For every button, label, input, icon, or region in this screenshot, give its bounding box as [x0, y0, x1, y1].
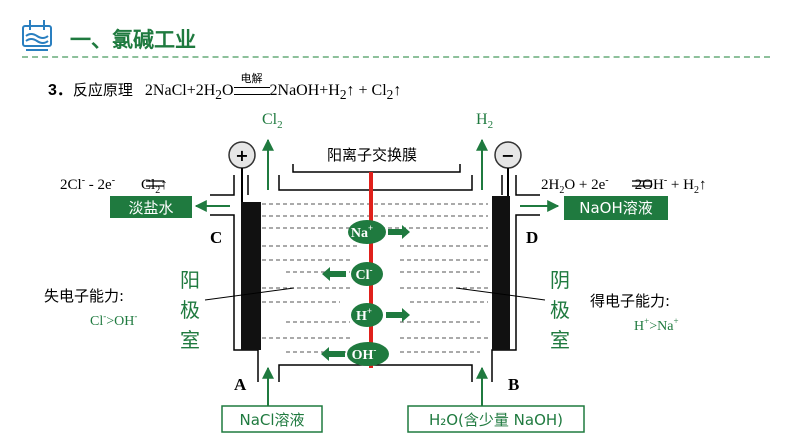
cathode-chamber-label-1: 阴: [550, 268, 570, 292]
inlet-right-box: [407, 405, 585, 433]
cathode-electrode: [492, 196, 510, 350]
item-number: 3．: [48, 82, 73, 99]
ion-h-arrow: [386, 308, 410, 322]
section-title: 一、氯碱工业: [70, 28, 196, 52]
inlet-left-label: NaCl溶液: [239, 411, 304, 429]
svg-text:Cl-: Cl-: [356, 265, 373, 283]
lab-flask-icon: [22, 20, 52, 51]
cathode-chamber-label-2: 极: [550, 298, 570, 322]
lose-electron-label: 失电子能力:: [44, 287, 124, 305]
anode-chamber-label-3: 室: [180, 328, 200, 352]
ion-cl-arrow: [322, 267, 346, 281]
anode-reaction-equals: [146, 180, 164, 187]
ion-oh: OH-: [321, 342, 389, 366]
cathode-chamber-leader: [455, 287, 546, 301]
cathode-chamber-label-3: 室: [550, 328, 570, 352]
gain-electron-order: H+>Na+: [634, 316, 679, 334]
gain-electron-label: 得电子能力:: [590, 292, 670, 310]
ion-na-arrow: [388, 225, 410, 239]
outlet-left-box: [110, 196, 192, 218]
outlet-left-label: 淡盐水: [128, 199, 173, 217]
cathode-half-reaction: 2H2O + 2e-2OH- + H2↑: [541, 175, 706, 196]
equation-products: 2NaOH+H2↑ + Cl2↑: [269, 82, 402, 103]
cathode-sign: −: [501, 146, 514, 165]
outlet-right-label: NaOH溶液: [579, 199, 653, 217]
ion-h: H+: [351, 303, 410, 327]
port-label-a: A: [234, 375, 247, 394]
port-label-b: B: [508, 375, 519, 394]
anode-sign: +: [235, 146, 248, 165]
port-label-d: D: [526, 228, 538, 247]
anode-electrode: [241, 202, 261, 350]
ion-oh-arrow: [321, 347, 345, 361]
h2-gas-label: H2: [476, 111, 493, 131]
svg-text:OH-: OH-: [352, 345, 377, 363]
equation-condition: 电解: [233, 72, 270, 100]
anode-chamber-leader: [204, 287, 295, 301]
outlet-right-box: [564, 196, 668, 220]
ion-cl: Cl-: [322, 262, 383, 286]
inlet-left-box: [221, 405, 323, 433]
ion-na: Na+: [348, 220, 410, 244]
svg-text:H+: H+: [356, 306, 372, 324]
electrolyte-level: [262, 203, 488, 353]
port-label-c: C: [210, 228, 222, 247]
equation-label: 反应原理: [72, 81, 133, 99]
header-divider: [22, 56, 770, 58]
membrane-bracket: [292, 164, 461, 173]
lose-electron-order: Cl->OH-: [90, 311, 137, 329]
anode-chamber-label-2: 极: [180, 298, 200, 322]
header: 一、氯碱工业: [0, 0, 794, 72]
equation-reactants: 2NaCl+2H2O: [144, 82, 234, 103]
cl2-gas-label: Cl2: [262, 111, 283, 131]
cathode-reaction-equals: [632, 180, 652, 187]
anode-chamber-label-1: 阳: [180, 268, 200, 292]
membrane-label: 阳离子交换膜: [327, 146, 417, 164]
svg-text:Na+: Na+: [351, 223, 373, 241]
inlet-right-label: H₂O(含少量 NaOH): [429, 411, 563, 429]
